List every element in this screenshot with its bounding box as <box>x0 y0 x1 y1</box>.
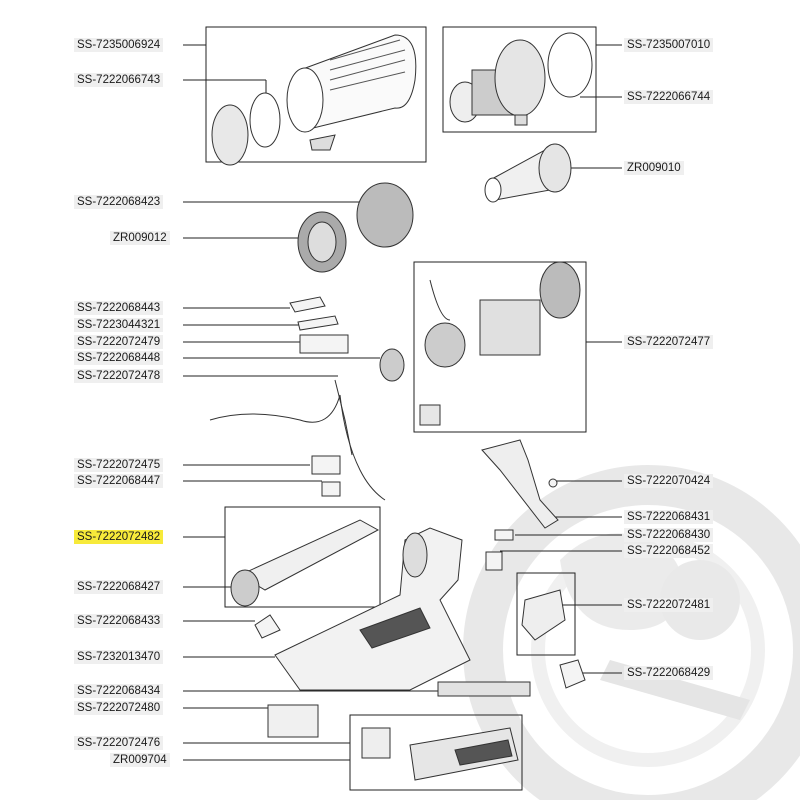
part-label-zr009010[interactable]: ZR009010 <box>624 161 684 175</box>
part-label-ss-7222068430[interactable]: SS-7222068430 <box>624 528 714 542</box>
part-label-ss-7223044321[interactable]: SS-7223044321 <box>74 318 164 332</box>
group-box-handle-tube <box>224 506 381 608</box>
part-label-ss-7222068423[interactable]: SS-7222068423 <box>74 195 164 209</box>
part-label-ss-7222068434[interactable]: SS-7222068434 <box>74 684 164 698</box>
part-label-ss-7222072482-highlighted[interactable]: SS-7222072482 <box>74 530 164 544</box>
part-label-ss-7222068433[interactable]: SS-7222068433 <box>74 614 164 628</box>
part-label-ss-7222068452[interactable]: SS-7222068452 <box>624 544 714 558</box>
leader-lines-right <box>500 44 622 674</box>
part-drawings <box>209 32 593 781</box>
part-label-ss-7222068443[interactable]: SS-7222068443 <box>74 301 164 315</box>
part-label-ss-7235007010[interactable]: SS-7235007010 <box>624 38 714 52</box>
part-label-zr009704[interactable]: ZR009704 <box>110 753 170 767</box>
part-label-ss-7235006924[interactable]: SS-7235006924 <box>74 38 164 52</box>
part-label-ss-7222072479[interactable]: SS-7222072479 <box>74 335 164 349</box>
part-label-ss-7232013470[interactable]: SS-7232013470 <box>74 650 164 664</box>
part-label-ss-7222072480[interactable]: SS-7222072480 <box>74 701 164 715</box>
group-box-motor-unit <box>413 261 587 433</box>
part-label-zr009012[interactable]: ZR009012 <box>110 231 170 245</box>
part-label-ss-7222068429[interactable]: SS-7222068429 <box>624 666 714 680</box>
part-label-ss-7222066744[interactable]: SS-7222066744 <box>624 90 714 104</box>
part-label-ss-7222068447[interactable]: SS-7222068447 <box>74 474 164 488</box>
group-box-trigger-kit <box>516 572 576 656</box>
group-box-main-body <box>205 26 427 163</box>
part-label-ss-7222066743[interactable]: SS-7222066743 <box>74 73 164 87</box>
part-label-ss-7222072476[interactable]: SS-7222072476 <box>74 736 164 750</box>
part-label-ss-7222068448[interactable]: SS-7222068448 <box>74 351 164 365</box>
part-label-ss-7222072477[interactable]: SS-7222072477 <box>624 335 714 349</box>
part-label-ss-7222072481[interactable]: SS-7222072481 <box>624 598 714 612</box>
group-box-cyclone-kit <box>442 26 597 133</box>
part-label-ss-7222068431[interactable]: SS-7222068431 <box>624 510 714 524</box>
leader-lines-left <box>183 44 450 761</box>
part-label-ss-7222068427[interactable]: SS-7222068427 <box>74 580 164 594</box>
part-label-ss-7222072478[interactable]: SS-7222072478 <box>74 369 164 383</box>
part-label-ss-7222072475[interactable]: SS-7222072475 <box>74 458 164 472</box>
group-box-battery-kit <box>349 714 523 791</box>
part-label-ss-7222070424[interactable]: SS-7222070424 <box>624 474 714 488</box>
